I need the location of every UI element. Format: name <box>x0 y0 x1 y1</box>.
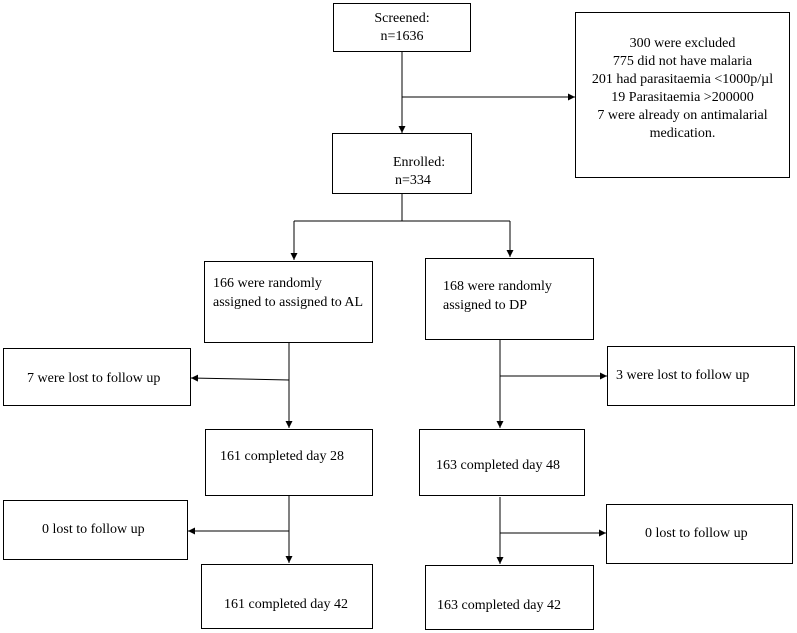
al-lost2-box: 0 lost to follow up <box>3 500 188 560</box>
al-assigned-line-1: 166 were randomly <box>213 276 322 291</box>
arrow-al-lost1 <box>190 374 290 382</box>
dp-assigned-line-2: assigned to DP <box>443 298 527 313</box>
al-assigned-line-2: assigned to assigned to AL <box>213 295 364 310</box>
excluded-line-6: medication. <box>649 126 716 141</box>
dp-lost2-text: 0 lost to follow up <box>645 526 748 541</box>
dp-day42-box: 163 completed day 42 <box>425 565 594 630</box>
dp-day48-box: 163 completed day 48 <box>419 429 585 496</box>
screened-count: n=1636 <box>380 29 424 44</box>
al-assigned-box: 166 were randomly assigned to assigned t… <box>204 261 373 343</box>
dp-lost2-box: 0 lost to follow up <box>606 504 793 564</box>
al-day42-text: 161 completed day 42 <box>224 597 349 612</box>
al-lost1-box: 7 were lost to follow up <box>3 348 191 406</box>
al-lost1-text: 7 were lost to follow up <box>27 371 161 386</box>
dp-assigned-box: 168 were randomly assigned to DP <box>425 258 594 340</box>
dp-day48-text: 163 completed day 48 <box>436 458 561 473</box>
enrolled-count: n=334 <box>395 173 431 188</box>
al-day28-text: 161 completed day 28 <box>220 449 345 464</box>
dp-lost1-text: 3 were lost to follow up <box>616 368 750 383</box>
enrolled-box: Enrolled: n=334 <box>332 133 472 194</box>
excluded-line-5: 7 were already on antimalarial <box>597 108 768 123</box>
enrolled-label: Enrolled: <box>393 155 446 170</box>
al-lost2-text: 0 lost to follow up <box>42 522 145 537</box>
excluded-box: 300 were excluded 775 did not have malar… <box>575 12 790 178</box>
dp-assigned-line-1: 168 were randomly <box>443 279 552 294</box>
excluded-line-3: 201 had parasitaemia <1000p/µl <box>591 72 774 87</box>
excluded-line-1: 300 were excluded <box>629 36 736 51</box>
excluded-line-4: 19 Parasitaemia >200000 <box>611 90 754 105</box>
al-day42-box: 161 completed day 42 <box>201 564 373 629</box>
dp-lost1-box: 3 were lost to follow up <box>607 346 795 406</box>
screened-box: Screened: n=1636 <box>333 3 471 52</box>
screened-label: Screened: <box>374 11 430 26</box>
dp-day42-text: 163 completed day 42 <box>437 598 562 613</box>
excluded-line-2: 775 did not have malaria <box>612 54 753 69</box>
al-day28-box: 161 completed day 28 <box>205 429 373 496</box>
